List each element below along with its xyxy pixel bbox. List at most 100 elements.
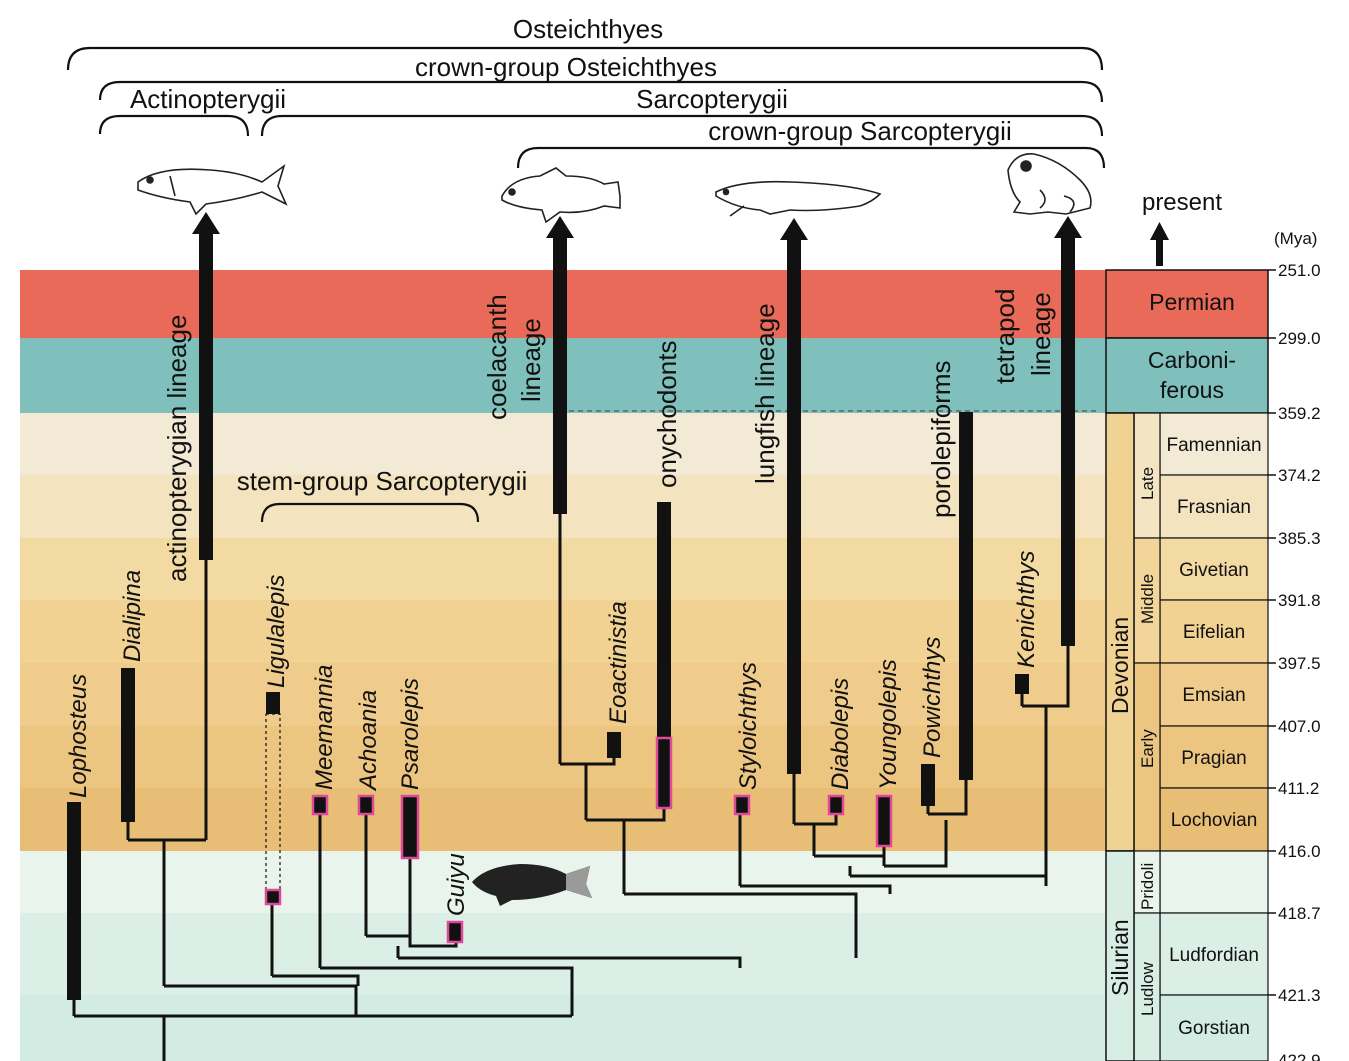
lophosteus-bar <box>67 802 81 1000</box>
guiyu-label: Guiyu <box>443 853 470 916</box>
stage-frasnian-label: Frasnian <box>1177 497 1251 518</box>
ligulalepis-marker <box>264 888 282 906</box>
epoch-early-label: Early <box>1138 729 1157 768</box>
tick-label: 251.0 <box>1278 261 1321 280</box>
dialipina-bar <box>121 668 135 822</box>
epoch-pridoli-box <box>1133 850 1161 914</box>
tick-label: 418.7 <box>1278 904 1321 923</box>
eoactinistia-label: Eoactinistia <box>605 601 632 724</box>
stage-givetian-box <box>1159 537 1269 601</box>
actinopterygii-bracket <box>98 114 250 137</box>
stage-gorstian-label: Gorstian <box>1178 1018 1250 1039</box>
tick-label: 411.2 <box>1278 779 1319 798</box>
crown-osteichthyes-bracket <box>98 80 1104 103</box>
frog-illustration <box>1007 153 1092 215</box>
period-silurian-box <box>1105 850 1135 1061</box>
period-permian-box <box>1105 269 1269 339</box>
epoch-ludlow-box <box>1133 912 1161 1061</box>
stage-gorstian-box <box>1159 994 1269 1061</box>
tetrapod-label-line2: lineage <box>1026 292 1056 376</box>
stage-pridoli-box <box>1159 850 1269 914</box>
lineage-bars <box>192 212 1082 810</box>
coelacanth-illustration <box>501 167 621 224</box>
actinopterygian-bar <box>199 232 213 560</box>
coelacanth-label-line1: coelacanth <box>482 294 512 420</box>
dialipina-label: Dialipina <box>119 570 146 662</box>
eoactinistia-marker <box>607 732 621 758</box>
youngolepis-label: Youngolepis <box>875 659 902 790</box>
period-permian-label: Permian <box>1149 289 1235 315</box>
tick-label: 299.0 <box>1278 329 1321 348</box>
sarcopterygii-bracket <box>260 114 1104 137</box>
diabolepis-label: Diabolepis <box>827 678 854 790</box>
band-emsian <box>20 663 1106 726</box>
time-bands <box>20 270 1106 1061</box>
stem-sarcopterygii-label: stem-group Sarcopterygii <box>237 466 527 496</box>
crown-sarcopterygii-label: crown-group Sarcopterygii <box>708 116 1011 146</box>
crown-sarcopterygii-bracket <box>516 146 1106 169</box>
epoch-middle-label: Middle <box>1138 574 1157 624</box>
porolepiforms-label: porolepiforms <box>926 360 956 518</box>
lungfish-illustration <box>715 180 882 217</box>
stage-pragian-label: Pragian <box>1181 748 1247 769</box>
achoania-label: Achoania <box>355 690 382 792</box>
lungfish-lineage-label: lungfish lineage <box>750 303 780 484</box>
lophosteus-label: Lophosteus <box>65 674 92 798</box>
stage-ludfordian-label: Ludfordian <box>1169 945 1259 966</box>
guiyu-marker <box>446 920 464 944</box>
lungfish-arrow <box>780 218 808 240</box>
present-arrow-head <box>1150 222 1169 240</box>
epoch-ludlow-label: Ludlow <box>1138 961 1157 1016</box>
tick-label: 416.0 <box>1278 842 1321 861</box>
tetrapod-label-line1: tetrapod <box>990 289 1020 384</box>
meemannia-marker <box>311 794 329 816</box>
tick-label: 421.3 <box>1278 986 1321 1005</box>
tick-label: 422.9 <box>1278 1051 1321 1061</box>
stage-lochovian-box <box>1159 787 1269 852</box>
ligulalepis-label: Ligulalepis <box>263 575 290 688</box>
psarolepis-bar <box>400 794 420 860</box>
lineage-labels: actinopterygian lineage coelacanth linea… <box>162 289 1056 582</box>
mya-unit-label: (Mya) <box>1274 229 1317 248</box>
stage-famennian-label: Famennian <box>1166 435 1261 456</box>
epoch-late-label: Late <box>1138 467 1157 500</box>
tick-label: 385.3 <box>1278 529 1321 548</box>
cladogram-branches <box>72 510 1070 1061</box>
band-lochovian <box>20 788 1106 851</box>
header-brackets: Osteichthyes crown-group Osteichthyes Ac… <box>66 14 1106 523</box>
band-gorstian <box>20 995 1106 1061</box>
actinopterygian-lineage-label: actinopterygian lineage <box>162 315 192 582</box>
tick-label: 391.8 <box>1278 591 1321 610</box>
onychodonts-bar <box>657 502 671 738</box>
powichthys-bar <box>921 764 935 806</box>
osteichthyes-bracket <box>66 46 1104 71</box>
crown-osteichthyes-label: crown-group Osteichthyes <box>415 52 717 82</box>
onychodonts-bar-highlight <box>655 736 673 810</box>
period-devonian-label: Devonian <box>1107 617 1133 714</box>
taxon-labels: Lophosteus Dialipina Ligulalepis Meemann… <box>65 551 1040 916</box>
ligulalepis-bar <box>266 692 280 714</box>
tetrapod-arrow <box>1054 216 1082 238</box>
stage-lochovian-label: Lochovian <box>1171 810 1258 831</box>
lungfish-bar <box>787 238 801 774</box>
coelacanth-label-line2: lineage <box>516 318 546 402</box>
stem-sarcopterygii-bracket <box>260 502 480 523</box>
meemannia-label: Meemannia <box>311 665 338 790</box>
epoch-middle-box <box>1133 537 1161 664</box>
achoania-marker <box>357 794 375 816</box>
guiyu-fish-illustration <box>472 864 592 906</box>
youngolepis-bar <box>875 794 893 848</box>
band-eifelian <box>20 600 1106 663</box>
period-carboniferous-label-1: Carboni- <box>1148 347 1236 373</box>
powichthys-label: Powichthys <box>919 637 946 758</box>
tick-label: 397.5 <box>1278 654 1321 673</box>
styloichthys-marker <box>733 794 751 816</box>
onychodonts-label: onychodonts <box>652 341 682 488</box>
taxon-bars <box>67 668 1029 1000</box>
stage-eifelian-label: Eifelian <box>1183 622 1245 643</box>
stage-emsian-label: Emsian <box>1182 685 1245 706</box>
band-ludfordian <box>20 913 1106 995</box>
tick-marks <box>1268 269 1276 996</box>
styloichthys-label: Styloichthys <box>735 662 762 790</box>
